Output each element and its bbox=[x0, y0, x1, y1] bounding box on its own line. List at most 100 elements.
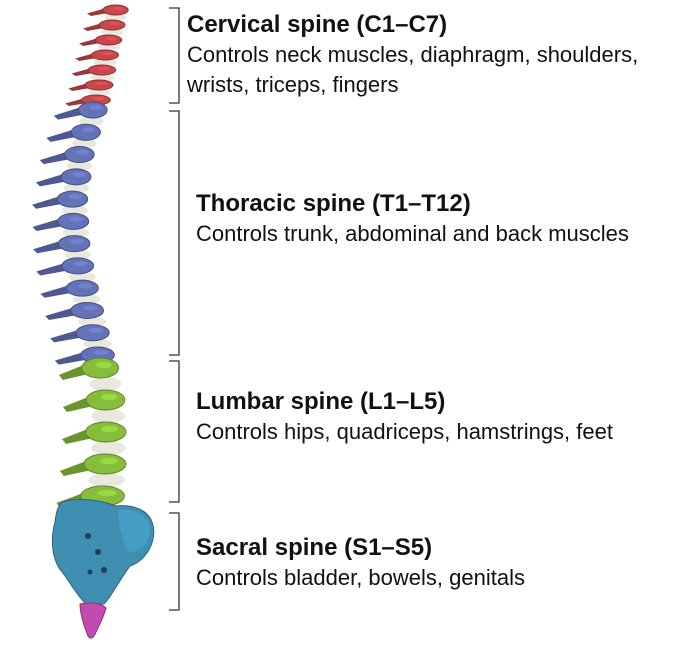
thoracic-body bbox=[57, 212, 90, 230]
cervical-vertebra bbox=[75, 49, 119, 61]
intervertebral-disc bbox=[79, 116, 104, 127]
thoracic-body bbox=[65, 279, 99, 297]
bracket-thoracic bbox=[169, 110, 180, 356]
cervical-highlight bbox=[92, 96, 105, 101]
intervertebral-disc bbox=[62, 227, 90, 238]
thoracic-body bbox=[75, 324, 110, 342]
coccyx bbox=[79, 602, 107, 639]
intervertebral-disc bbox=[101, 29, 124, 36]
thoracic-highlight bbox=[93, 350, 109, 356]
sacral-foramen bbox=[85, 533, 91, 539]
cervical-vertebra bbox=[79, 34, 123, 46]
lumbar-vertebra bbox=[62, 421, 127, 444]
cervical-body bbox=[102, 4, 129, 16]
thoracic-vertebra bbox=[53, 101, 108, 120]
thoracic-body bbox=[78, 101, 108, 119]
intervertebral-discs bbox=[61, 14, 127, 488]
thoracic-label: Thoracic spine (T1–T12) Controls trunk, … bbox=[196, 189, 666, 249]
sacrum-wing bbox=[118, 509, 150, 552]
intervertebral-disc bbox=[71, 138, 97, 149]
cervical-label: Cervical spine (C1–C7) Controls neck mus… bbox=[187, 10, 667, 100]
thoracic-vertebra bbox=[50, 324, 110, 343]
thoracic-body bbox=[64, 146, 95, 164]
thoracic-vertebra bbox=[35, 168, 92, 187]
lumbar-body bbox=[85, 389, 126, 411]
thoracic-highlight bbox=[69, 216, 83, 222]
intervertebral-disc bbox=[61, 205, 88, 216]
cervical-body bbox=[98, 19, 126, 31]
cervical-description: Controls neck muscles, diaphragm, should… bbox=[187, 42, 639, 97]
thoracic-highlight bbox=[70, 238, 84, 244]
intervertebral-disc bbox=[63, 183, 90, 193]
thoracic-vertebra bbox=[36, 257, 95, 276]
cervical-highlight bbox=[109, 21, 121, 26]
intervertebral-disc bbox=[72, 294, 101, 305]
cervical-body bbox=[91, 49, 119, 61]
intervertebral-disc bbox=[87, 89, 112, 96]
intervertebral-disc bbox=[67, 160, 93, 171]
thoracic-highlight bbox=[89, 105, 102, 111]
intervertebral-disc bbox=[91, 440, 126, 456]
thoracic-highlight bbox=[78, 283, 93, 289]
lumbar-vertebra bbox=[59, 453, 127, 476]
lumbar-highlight bbox=[100, 393, 118, 401]
coccyx-shape bbox=[79, 602, 107, 639]
sacral-foramen bbox=[87, 569, 93, 575]
cervical-body bbox=[94, 34, 123, 46]
thoracic-body bbox=[60, 168, 92, 186]
thoracic-vertebra bbox=[39, 146, 95, 165]
cervical-highlight bbox=[101, 51, 114, 56]
bracket-cervical bbox=[169, 7, 180, 104]
intervertebral-disc bbox=[97, 44, 120, 51]
lumbar-description: Controls hips, quadriceps, hamstrings, f… bbox=[196, 419, 613, 444]
thoracic-vertebra bbox=[33, 235, 91, 254]
thoracic-vertebra bbox=[40, 279, 99, 298]
thoracic-highlight bbox=[68, 194, 82, 200]
lumbar-vertebra bbox=[58, 357, 120, 380]
thoracic-body bbox=[61, 257, 95, 275]
thoracic-vertebra bbox=[45, 301, 105, 321]
lumbar-body bbox=[81, 357, 120, 379]
lumbar-vertebra bbox=[63, 389, 126, 412]
intervertebral-disc bbox=[90, 74, 115, 81]
lumbar-label: Lumbar spine (L1–L5) Controls hips, quad… bbox=[196, 387, 666, 447]
lumbar-highlight bbox=[99, 457, 118, 465]
intervertebral-disc bbox=[83, 338, 112, 349]
intervertebral-disc bbox=[91, 408, 125, 424]
thoracic-vertebra bbox=[32, 190, 89, 209]
intervertebral-disc bbox=[104, 14, 127, 21]
cervical-body bbox=[87, 64, 117, 76]
cervical-title: Cervical spine (C1–C7) bbox=[187, 11, 448, 38]
thoracic-body bbox=[70, 301, 105, 319]
cervical-highlight bbox=[112, 6, 124, 11]
bracket-sacral bbox=[169, 512, 180, 611]
intervertebral-disc bbox=[93, 59, 117, 66]
lumbar-highlight bbox=[95, 361, 112, 369]
cervical-highlight bbox=[98, 66, 111, 71]
cervical-vertebra bbox=[83, 19, 126, 31]
intervertebral-disc bbox=[89, 376, 122, 392]
lumbar-title: Lumbar spine (L1–L5) bbox=[196, 388, 446, 415]
intervertebral-disc bbox=[68, 272, 96, 282]
intervertebral-disc bbox=[78, 316, 107, 327]
cervical-highlight bbox=[105, 36, 117, 41]
thoracic-body bbox=[56, 190, 89, 208]
thoracic-highlight bbox=[88, 327, 103, 333]
thoracic-highlight bbox=[83, 305, 98, 311]
sacrum bbox=[51, 498, 155, 605]
thoracic-highlight bbox=[72, 171, 86, 177]
sacral-title: Sacral spine (S1–S5) bbox=[196, 534, 433, 561]
lumbar-body bbox=[85, 421, 127, 443]
sacral-label: Sacral spine (S1–S5) Controls bladder, b… bbox=[196, 533, 666, 593]
lumbar-body bbox=[83, 453, 127, 475]
thoracic-title: Thoracic spine (T1–T12) bbox=[196, 190, 471, 217]
region-brackets bbox=[169, 7, 180, 611]
cervical-vertebra bbox=[87, 4, 129, 16]
cervical-body bbox=[84, 79, 114, 91]
cervical-vertebra bbox=[68, 79, 114, 91]
thoracic-vertebra bbox=[46, 123, 101, 142]
sacral-foramen bbox=[101, 567, 107, 573]
sacral-foramen bbox=[95, 549, 101, 555]
thoracic-vertebra bbox=[32, 212, 90, 231]
